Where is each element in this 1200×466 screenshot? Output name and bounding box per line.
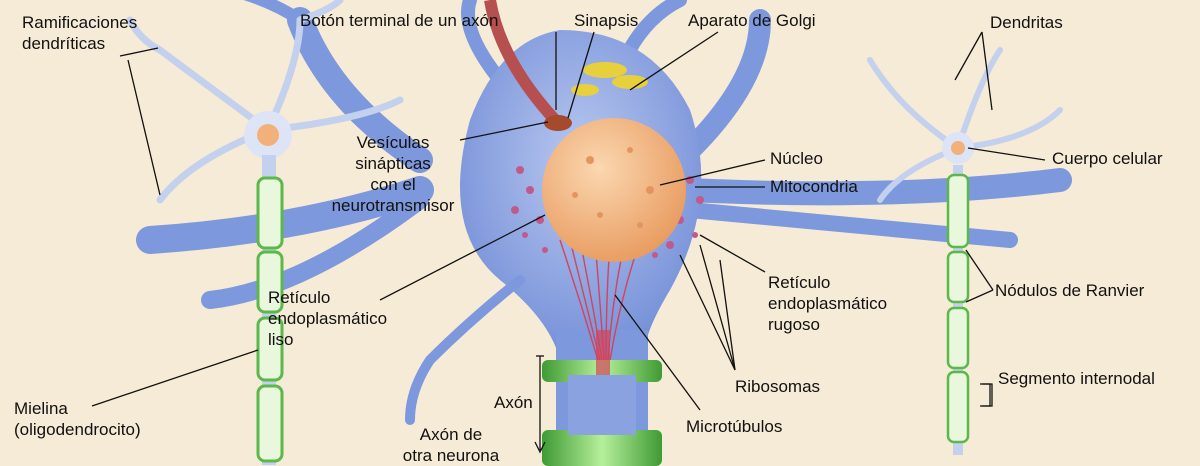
label-mielina: Mielina (oligodendrocito) — [14, 398, 141, 440]
label-sinapsis: Sinapsis — [574, 10, 638, 31]
label-nodulos-ranvier: Nódulos de Ranvier — [995, 280, 1144, 301]
nucleus — [542, 118, 686, 262]
label-boton-terminal: Botón terminal de un axón — [300, 10, 498, 31]
axon-core — [596, 330, 610, 375]
label-cuerpo-celular: Cuerpo celular — [1052, 148, 1163, 169]
label-vesiculas-sinapticas: Vesículas sinápticas con el neurotransmi… — [318, 132, 468, 216]
label-dendritas: Dendritas — [990, 12, 1063, 33]
label-mitocondria: Mitocondria — [770, 176, 858, 197]
axon-inner — [568, 375, 636, 435]
label-aparato-golgi: Aparato de Golgi — [688, 10, 816, 31]
label-axon: Axón — [494, 392, 533, 413]
label-microtubulos: Microtúbulos — [686, 416, 782, 437]
axon-myelin-bottom — [542, 430, 662, 466]
label-reticulo-liso: Retículo endoplasmático liso — [268, 287, 387, 350]
label-ramificaciones-dendriticas: Ramificaciones dendríticas — [22, 12, 137, 54]
label-segmento-internodal: Segmento internodal — [998, 368, 1155, 389]
label-nucleo: Núcleo — [770, 148, 823, 169]
label-ribosomas: Ribosomas — [735, 376, 820, 397]
label-reticulo-rugoso: Retículo endoplasmático rugoso — [768, 272, 887, 335]
label-axon-otra-neurona: Axón de otra neurona — [396, 424, 506, 466]
